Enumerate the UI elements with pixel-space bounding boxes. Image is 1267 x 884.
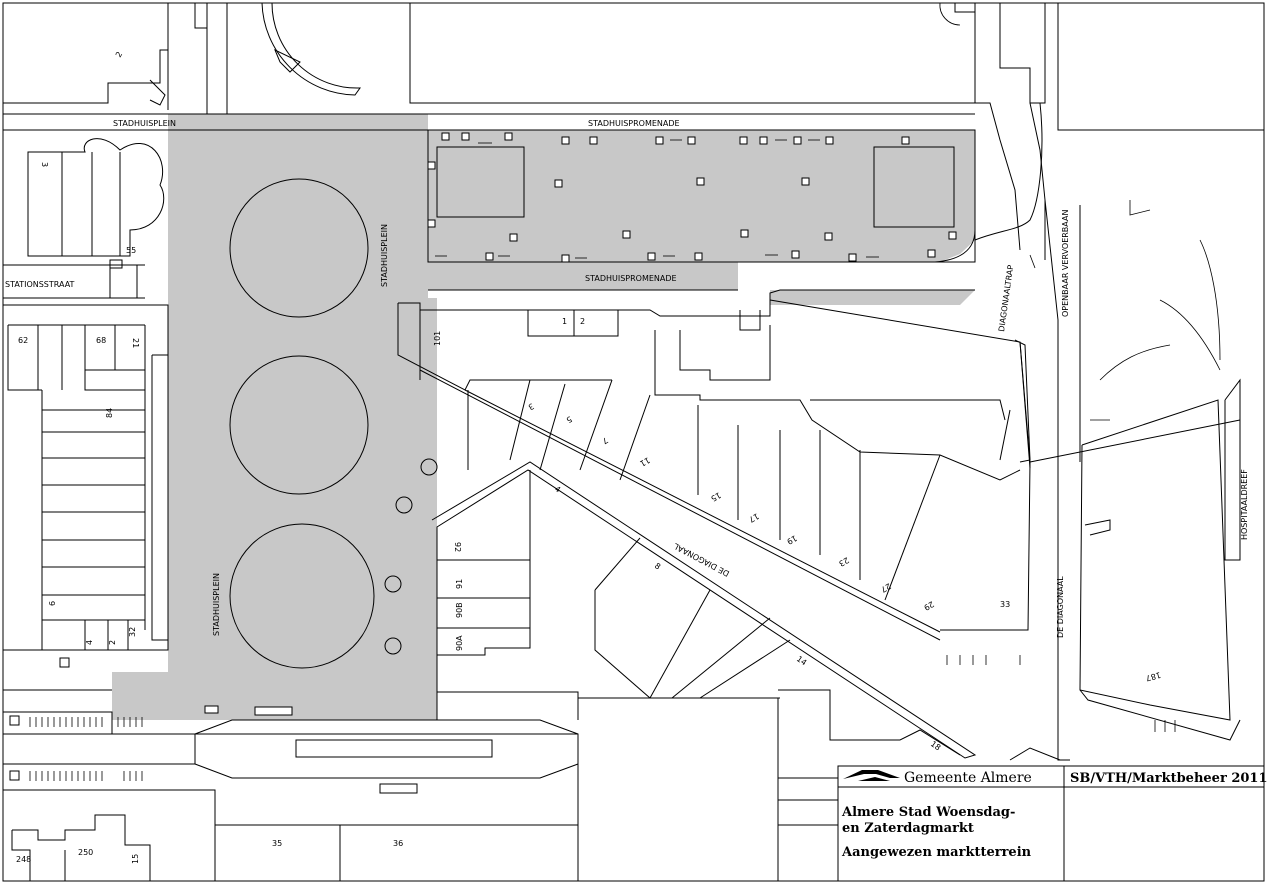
- house-number: 55: [126, 246, 136, 255]
- house-number: 35: [272, 839, 282, 848]
- house-number: 68: [96, 336, 106, 345]
- house-number: 62: [18, 336, 28, 345]
- stall-markers: [204, 132, 957, 716]
- house-number: 32: [128, 627, 137, 637]
- house-number: 15: [131, 854, 140, 864]
- house-number: 91: [455, 579, 464, 589]
- house-number: 7: [601, 435, 610, 445]
- house-number: 29: [922, 599, 935, 612]
- house-number: 250: [78, 848, 93, 857]
- bottom-left-blocks: [2, 711, 579, 881]
- department-label: SB/VTH/Marktbeheer 2011: [1070, 771, 1267, 786]
- map-title-line2: en Zaterdagmarkt: [842, 821, 974, 836]
- street-openbaar-vervoerbaan: OPENBAAR VERVOERBAAN: [1061, 210, 1070, 317]
- map-subtitle: Aangewezen marktterrein: [841, 845, 1032, 860]
- house-number: 36: [393, 839, 403, 848]
- house-number: 2: [580, 317, 585, 326]
- house-number: 14: [795, 654, 809, 667]
- city-hall-block: [226, 2, 976, 115]
- street-de-diagonaal-vertical: DE DIAGONAAL: [1056, 576, 1065, 638]
- house-number: 17: [747, 511, 760, 524]
- house-number: 90A: [455, 635, 464, 651]
- house-number: 33: [1000, 600, 1010, 609]
- top-right-block: [975, 3, 1264, 260]
- house-number: 84: [105, 408, 114, 418]
- title-block: Gemeente Almere SB/VTH/Marktbeheer 2011 …: [837, 765, 1267, 882]
- house-number: 15: [709, 490, 722, 503]
- house-number: 27: [879, 581, 892, 594]
- house-number: 4: [85, 640, 94, 645]
- house-number: 248: [16, 855, 31, 864]
- house-number: 2: [108, 640, 117, 645]
- street-stationsstraat: STATIONSSTRAAT: [5, 280, 75, 289]
- gemeente-almere-logo: [843, 770, 900, 781]
- street-stadhuisplein-vertical-left: STADHUISPLEIN: [212, 573, 221, 636]
- promenade-structures: [427, 129, 976, 291]
- tick-marks: [946, 254, 1176, 732]
- house-number: 1: [562, 317, 567, 326]
- organisation-name: Gemeente Almere: [904, 770, 1032, 786]
- house-number: 5: [565, 414, 574, 424]
- right-side-roads: [769, 102, 1241, 761]
- left-blocks: [2, 138, 169, 691]
- house-number: 8: [653, 561, 662, 571]
- house-number: 21: [131, 338, 140, 348]
- house-number: 23: [837, 555, 850, 568]
- plaza-circles: [229, 178, 438, 669]
- map-title-line1: Almere Stad Woensdag-: [841, 805, 1015, 820]
- street-diagonaaltrap: DIAGONAALTRAP: [997, 264, 1015, 332]
- market-area-shading: [112, 114, 975, 720]
- house-number: 92: [453, 542, 462, 552]
- house-number: 2: [114, 50, 124, 59]
- street-stadhuisplein-vertical-right: STADHUISPLEIN: [380, 224, 389, 287]
- street-stadhuisplein-top: STADHUISPLEIN: [113, 119, 176, 128]
- house-number: 19: [785, 533, 798, 546]
- house-numbers: 2 3 55 62 68 21 84 6 4 2 32 1 2 101 3 5 …: [16, 50, 1162, 864]
- top-left-block: [3, 2, 428, 131]
- diagonaal-north-block: [397, 299, 1031, 641]
- house-number: 90B: [455, 602, 464, 618]
- diagonaal-south-block: [431, 461, 977, 881]
- street-stadhuispromenade-bottom: STADHUISPROMENADE: [585, 274, 677, 283]
- street-hospitaaldreef: HOSPITAALDREEF: [1240, 469, 1249, 540]
- street-stadhuispromenade-top: STADHUISPROMENADE: [588, 119, 680, 128]
- house-number: 3: [40, 162, 49, 167]
- house-number: 11: [638, 455, 651, 468]
- house-number: 187: [1145, 670, 1162, 683]
- house-number: 6: [48, 601, 57, 606]
- house-number: 4: [553, 484, 562, 494]
- house-number: 101: [433, 331, 442, 346]
- street-de-diagonaal-slanted: DE DIAGONAAL: [672, 541, 731, 578]
- house-number: 3: [527, 401, 536, 411]
